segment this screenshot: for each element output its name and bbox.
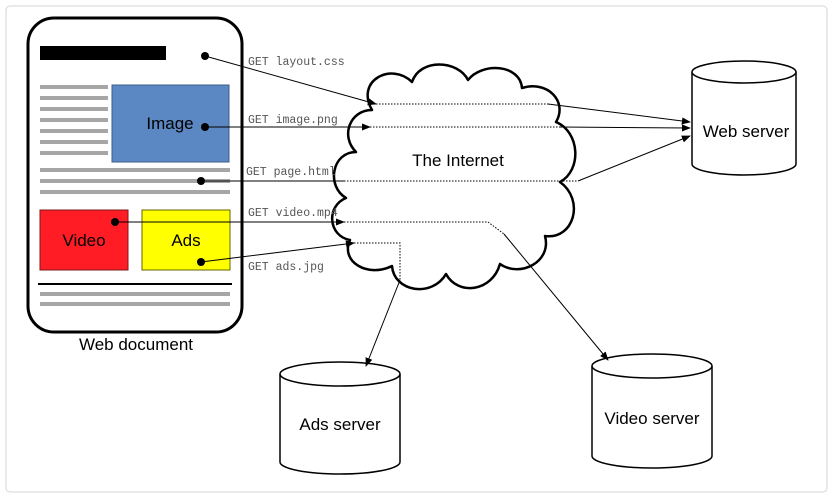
- text-line: [40, 292, 230, 296]
- request-label-video-mp4: GET video.mp4: [248, 207, 338, 220]
- request-connectors: [111, 52, 691, 367]
- video-server-label: Video server: [604, 409, 699, 428]
- text-lines-middle: [40, 168, 230, 194]
- arrow-video-mp4-to-video-server: [503, 233, 609, 361]
- ads-server-label: Ads server: [299, 415, 381, 434]
- text-line: [40, 302, 230, 306]
- web-document: Image Video Ads Web document: [26, 16, 244, 354]
- arrow-image-png-to-web-server: [559, 124, 691, 132]
- request-label-page-html: GET page.html: [246, 166, 336, 179]
- text-line: [40, 85, 108, 89]
- route-ads-jpg-through-cloud: [354, 242, 401, 280]
- route-video-mp4-through-cloud: [344, 221, 505, 235]
- ads-server-body: [279, 374, 401, 475]
- ads-server: Ads server: [279, 361, 401, 475]
- internet-cloud: The Internet: [330, 63, 577, 291]
- internet-label: The Internet: [412, 151, 504, 170]
- video-server: Video server: [591, 353, 713, 469]
- document-caption: Web document: [79, 335, 193, 354]
- text-line: [40, 96, 108, 100]
- text-line: [40, 129, 108, 133]
- arrow-layout-css-to-web-server: [547, 103, 691, 125]
- arrow-page-html-to-web-server: [577, 135, 691, 182]
- document-divider: [38, 283, 232, 285]
- text-lines-left: [40, 85, 108, 155]
- request-label-image-png: GET image.png: [248, 114, 338, 127]
- web-server-body: [691, 72, 797, 176]
- video-server-body: [591, 366, 713, 469]
- text-line: [40, 151, 108, 155]
- text-line: [40, 190, 230, 194]
- text-line: [40, 107, 108, 111]
- text-line: [40, 179, 230, 183]
- image-label: Image: [146, 114, 193, 133]
- text-line: [40, 118, 108, 122]
- text-line: [40, 140, 108, 144]
- ads-server-top: [279, 361, 401, 387]
- web-server: Web server: [691, 60, 797, 176]
- text-line: [40, 168, 230, 172]
- cloud-shape: [330, 63, 577, 291]
- web-server-label: Web server: [703, 122, 790, 141]
- web-server-top: [691, 60, 797, 84]
- arrow-ads-jpg-to-ads-server: [365, 279, 401, 367]
- arrow-layout-css-to-cloud: [204, 55, 377, 106]
- video-server-top: [591, 353, 713, 379]
- request-label-ads-jpg: GET ads.jpg: [248, 261, 324, 274]
- arrow-ads-jpg-to-cloud: [200, 240, 355, 263]
- request-label-layout-css: GET layout.css: [248, 56, 345, 69]
- image-box: [111, 84, 230, 163]
- text-lines-bottom: [40, 292, 230, 306]
- ads-label: Ads: [171, 231, 200, 250]
- video-label: Video: [62, 231, 105, 250]
- document-title-bar: [40, 46, 166, 60]
